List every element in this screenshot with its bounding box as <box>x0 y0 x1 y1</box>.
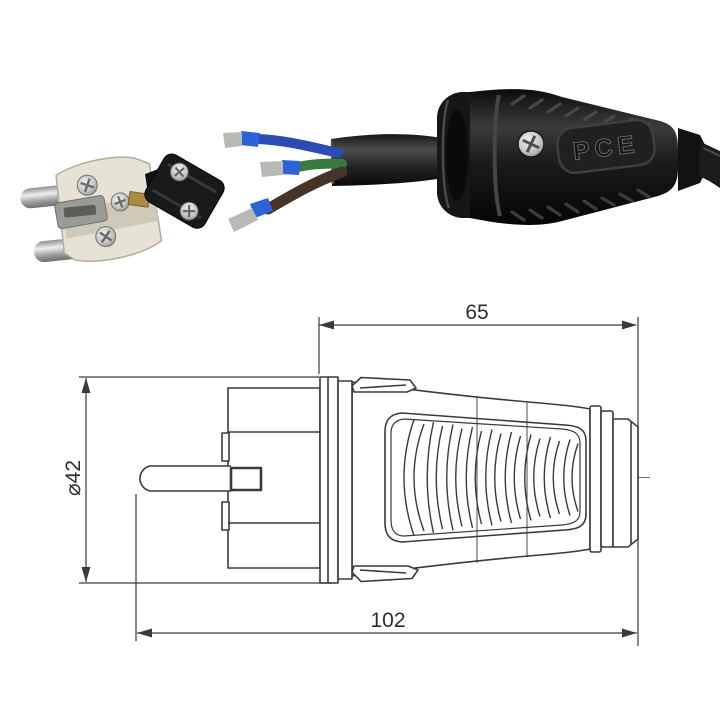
cable-sheath <box>331 134 450 186</box>
dimensions: 65 102 ⌀42 <box>62 301 639 646</box>
stripped-cable-photo <box>223 131 450 232</box>
cord-clamp-photo <box>144 153 225 229</box>
grip-ribs <box>403 419 579 536</box>
earth-wire-ferrule-sleeve <box>281 160 300 175</box>
disassembled-plug-photo <box>20 156 163 263</box>
assembly-screw <box>517 130 545 158</box>
live-wire-ferrule-sleeve <box>250 198 273 218</box>
wing-bottom-inner <box>359 569 407 574</box>
wing-top-inner <box>359 384 407 389</box>
grip-ribs-bottom <box>510 188 651 222</box>
plug-gland <box>678 128 705 191</box>
exit-cable-highlight <box>702 147 720 157</box>
pce-logo-plate: PCE <box>556 118 656 175</box>
neutral-wire <box>253 134 343 158</box>
dimension-102: 102 <box>135 494 637 641</box>
dim-102-label: 102 <box>370 609 405 632</box>
drawn-ring-1 <box>589 405 602 553</box>
plug-mouth-opening <box>446 109 468 201</box>
drawn-collar <box>319 376 339 584</box>
grip-inner <box>390 418 581 537</box>
plug-mouth-highlight <box>441 99 451 209</box>
drawn-pin <box>139 465 231 492</box>
neutral-wire-ferrule-sleeve <box>240 131 260 147</box>
exit-cable <box>699 142 720 188</box>
plug-collar-ridge <box>492 94 502 217</box>
arrow-right-102 <box>622 628 637 638</box>
neutral-wire-ferrule-tip <box>223 132 242 148</box>
arrow-left-65 <box>319 320 334 330</box>
dimension-drawing <box>139 376 650 584</box>
wing-top <box>351 376 417 393</box>
earth-wire <box>293 158 347 172</box>
dim-65-label: 65 <box>465 301 488 324</box>
earth-wire-ferrule-tip <box>260 161 283 177</box>
insert-screw-bottom <box>95 226 117 248</box>
arrow-left-102 <box>137 628 152 638</box>
clamp-screw-bottom <box>179 201 199 221</box>
drawn-cable-gland <box>612 418 639 548</box>
clamp-screw-top <box>169 162 189 182</box>
dim-42-label: ⌀42 <box>62 460 85 496</box>
arrow-bottom-42 <box>81 567 91 582</box>
plug-insert-shadow <box>61 195 159 239</box>
arrow-right-65 <box>622 320 637 330</box>
assembled-plug-photo: PCE <box>437 89 720 225</box>
live-wire-ferrule-tip <box>228 208 258 232</box>
wing-bottom <box>351 565 419 583</box>
face-notch-top <box>221 432 230 462</box>
drawn-pin-base <box>229 466 263 492</box>
live-wire <box>262 166 348 215</box>
drawn-collar-band <box>337 380 353 580</box>
dimension-diameter-42: ⌀42 <box>62 376 332 584</box>
arrow-top-42 <box>81 378 91 393</box>
face-notch-bottom <box>221 501 230 531</box>
insert-screw-top <box>76 174 98 196</box>
drawn-ring-2 <box>600 410 614 548</box>
dimension-65: 65 <box>318 301 639 646</box>
earth-clip-slot <box>63 204 97 218</box>
